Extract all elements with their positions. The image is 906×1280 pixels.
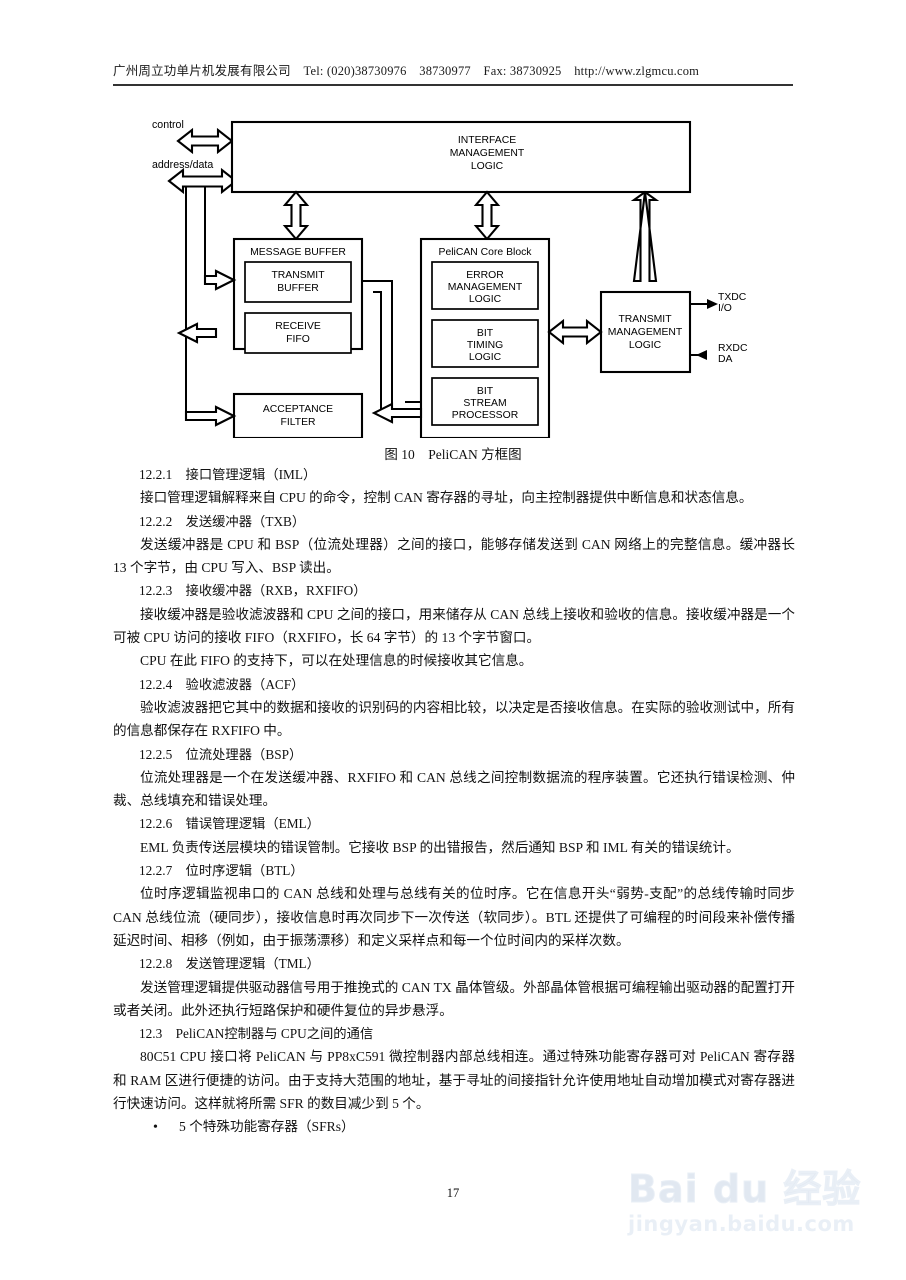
document-body: 12.2.1 接口管理逻辑（IML） 接口管理逻辑解释来自 CPU 的命令，控制…: [113, 463, 795, 1140]
section-paragraph-txb-1: 发送缓冲器是 CPU 和 BSP（位流处理器）之间的接口，能够存储发送到 CAN…: [113, 536, 795, 576]
section-paragraph-btl-1: 位时序逻辑监视串口的 CAN 总线和处理与总线有关的位时序。它在信息开头“弱势-…: [113, 886, 795, 948]
section-heading-acf: 12.2.4 验收滤波器（ACF）: [139, 676, 305, 692]
section-heading-bsp: 12.2.5 位流处理器（BSP）: [139, 746, 303, 762]
arrow-iml-to-transmit-management: [630, 190, 660, 283]
transmit-buffer-line-1: TRANSMIT: [271, 270, 325, 281]
arrow-iml-to-message-buffer: [282, 190, 310, 241]
section-heading-btl: 12.2.7 位时序逻辑（BTL）: [139, 863, 304, 879]
section-paragraph-cpu-communication-1: 80C51 CPU 接口将 PeliCAN 与 PP8xC591 微控制器内部总…: [113, 1049, 795, 1112]
block-error-management-logic: [431, 261, 539, 310]
transmit-buffer-line-2: BUFFER: [277, 283, 319, 294]
label-control: control: [152, 119, 184, 131]
bsp-line-3: PROCESSOR: [452, 410, 519, 421]
block-interface-management-logic: [230, 120, 692, 194]
section-heading-iml: 12.2.1 接口管理逻辑（IML）: [139, 467, 317, 482]
watermark-url: jingyan.baidu.com: [628, 1212, 855, 1236]
acceptance-filter-line-2: FILTER: [280, 417, 316, 428]
eml-line-3: LOGIC: [469, 294, 502, 305]
receive-fifo-line-2: FIFO: [286, 334, 310, 345]
btl-line-1: BIT: [477, 328, 494, 339]
iml-line-3: LOGIC: [471, 161, 504, 172]
block-acceptance-filter: [232, 392, 364, 438]
wire-transmit-buffer-right: [362, 280, 393, 404]
block-transmit-buffer: [244, 261, 352, 303]
arrow-bus-to-acceptance-filter: [184, 405, 237, 427]
label-rxdc-partial: DA: [718, 354, 733, 365]
baidu-jingyan-watermark: Bai du 经验 jingyan.baidu.com: [628, 1168, 888, 1258]
tml-line-1: TRANSMIT: [618, 314, 672, 325]
diagram-canvas: .bx { fill:#ffffff; stroke:#000000; stro…: [152, 119, 748, 438]
section-heading-tml: 12.2.8 发送管理逻辑（TML）: [139, 956, 320, 972]
block-bit-timing-logic: [431, 319, 539, 368]
page-number: 17: [446, 1186, 460, 1200]
section-paragraph-tml-1: 发送管理逻辑提供驱动器信号用于推挽式的 CAN TX 晶体管级。外部晶体管根据可…: [113, 979, 795, 1018]
bsp-line-2: STREAM: [463, 398, 506, 409]
message-buffer-title: MESSAGE BUFFER: [250, 247, 346, 258]
arrow-control-bidirectional: [176, 127, 234, 155]
bsp-line-1: BIT: [477, 386, 494, 397]
section-paragraph-bsp-1: 位流处理器是一个在发送缓冲器、RXFIFO 和 CAN 总线之间控制数据流的程序…: [113, 769, 795, 809]
section-heading-txb: 12.2.2 发送缓冲器（TXB）: [139, 513, 306, 529]
iml-line-1: INTERFACE: [458, 135, 516, 146]
section-paragraph-rxb-1: 接收缓冲器是验收滤波器和 CPU 之间的接口，用来储存从 CAN 总线上接收和验…: [113, 606, 795, 646]
section-paragraph-eml-1: EML 负责传送层模块的错误管制。它接收 BSP 的出错报告，然后通知 BSP …: [140, 839, 740, 855]
arrow-iml-to-pelican-core: [473, 190, 501, 241]
section-heading-eml: 12.2.6 错误管理逻辑（EML）: [139, 816, 320, 832]
wire-message-buffer-right-2: [373, 291, 382, 416]
pelican-core-title: PeliCAN Core Block: [439, 247, 533, 258]
label-txdc-partial: I/O: [718, 303, 732, 314]
eml-line-1: ERROR: [466, 270, 504, 281]
bullet-marker-icon: •: [153, 1120, 158, 1136]
list-item: • 5 个特殊功能寄存器（SFRs）: [113, 1115, 795, 1139]
label-txdc: TXDC: [718, 292, 747, 303]
tml-line-3: LOGIC: [629, 340, 662, 351]
arrowhead-txdc: [707, 299, 718, 309]
figure-caption: 图 10 PeliCAN 方框图: [384, 447, 522, 462]
block-bit-stream-processor: [431, 377, 539, 426]
pelican-block-diagram: .bx { fill:#ffffff; stroke:#000000; stro…: [0, 108, 906, 438]
section-paragraph-acf-1: 验收滤波器把它其中的数据和接收的识别码的内容相比较，以决定是否接收信息。在实际的…: [113, 699, 795, 739]
header-company-contact: 广州周立功单片机发展有限公司 Tel: (020)38730976 387309…: [113, 64, 700, 78]
header-divider: [113, 84, 793, 86]
arrow-core-to-acceptance-filter: [371, 402, 423, 424]
eml-line-2: MANAGEMENT: [448, 282, 523, 293]
section-heading-rxb: 12.2.3 接收缓冲器（RXB，RXFIFO）: [139, 583, 367, 599]
arrow-bus-to-transmit-buffer: [203, 269, 237, 291]
page-header: 广州周立功单片机发展有限公司 Tel: (020)38730976 387309…: [113, 60, 793, 90]
section-paragraph-iml-1: 接口管理逻辑解释来自 CPU 的命令，控制 CAN 寄存器的寻址，向主控制器提供…: [140, 490, 753, 506]
tml-line-2: MANAGEMENT: [608, 327, 683, 338]
btl-line-3: LOGIC: [469, 352, 502, 363]
acceptance-filter-line-1: ACCEPTANCE: [263, 404, 333, 415]
arrow-receive-fifo-to-bus: [176, 322, 218, 344]
label-rxdc: RXDC: [718, 343, 748, 354]
section-heading-cpu-communication: 12.3 PeliCAN控制器与 CPU之间的通信: [139, 1026, 374, 1042]
btl-line-2: TIMING: [467, 340, 503, 351]
block-receive-fifo: [244, 312, 352, 354]
section-paragraph-rxb-2: CPU 在此 FIFO 的支持下，可以在处理信息的时候接收其它信息。: [140, 653, 533, 669]
arrowhead-rxdc: [696, 350, 707, 360]
iml-line-2: MANAGEMENT: [450, 148, 525, 159]
bullet-item-label: 5 个特殊功能寄存器（SFRs）: [179, 1119, 355, 1135]
arrow-address-data-bidirectional: [167, 167, 238, 195]
arrow-core-transmit-management-bidirectional: [547, 318, 603, 346]
receive-fifo-line-1: RECEIVE: [275, 321, 321, 332]
label-address-data: address/data: [152, 159, 213, 171]
